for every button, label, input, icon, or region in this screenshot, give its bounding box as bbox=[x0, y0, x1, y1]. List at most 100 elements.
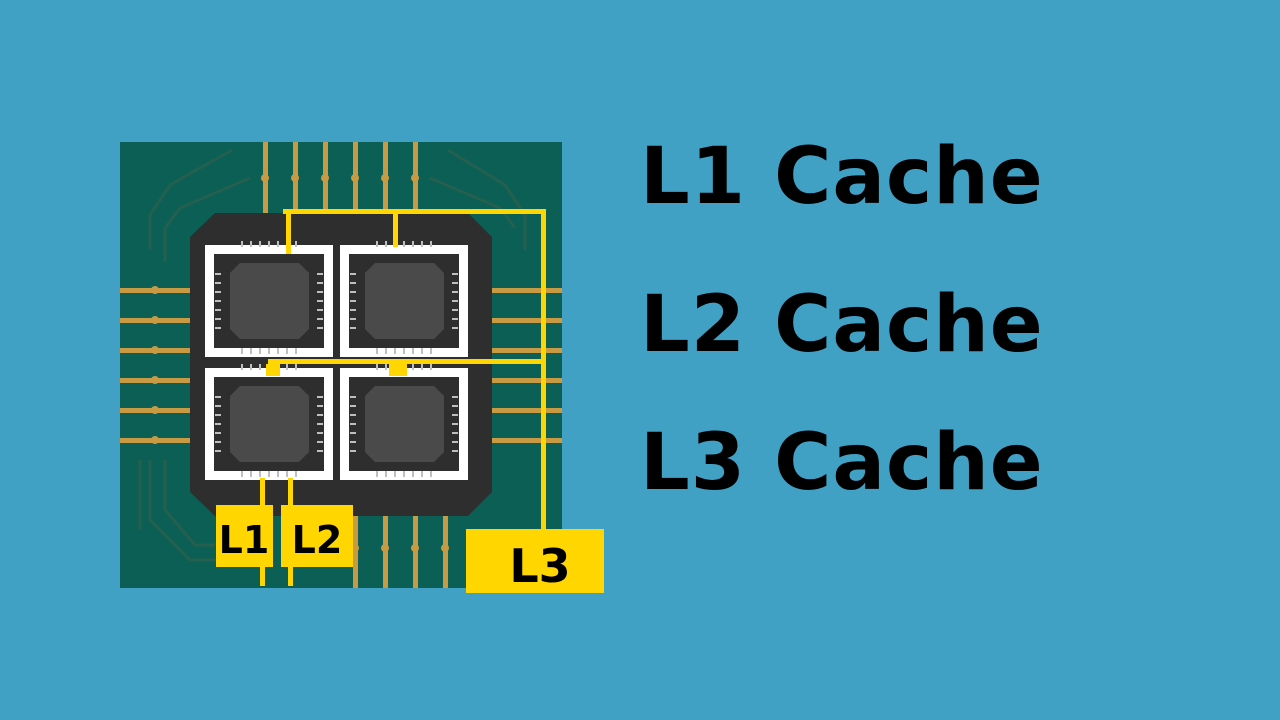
core-pin bbox=[350, 414, 356, 416]
l3-bus-drop-2 bbox=[393, 209, 398, 247]
pin-left-pad-4 bbox=[151, 376, 159, 384]
core-pin bbox=[421, 471, 423, 477]
core-pin bbox=[430, 364, 432, 370]
core-pin bbox=[421, 364, 423, 370]
core-pin bbox=[421, 241, 423, 247]
core-pin bbox=[376, 241, 378, 247]
core-pin bbox=[452, 273, 458, 275]
pin-right-1 bbox=[490, 288, 562, 293]
tag-l3-label: L3 bbox=[509, 539, 570, 593]
core-3-die bbox=[230, 386, 309, 462]
pin-right-5 bbox=[490, 408, 562, 413]
core-pin bbox=[394, 348, 396, 354]
pin-bottom-4 bbox=[443, 516, 448, 588]
l3-bus-vertical bbox=[541, 209, 546, 531]
core-pin bbox=[317, 282, 323, 284]
core-pin bbox=[452, 291, 458, 293]
core-pin bbox=[452, 282, 458, 284]
l2-bus-mid bbox=[268, 359, 546, 364]
core-2-pins bbox=[350, 241, 458, 354]
core-pin bbox=[277, 348, 279, 354]
pin-left-pad-2 bbox=[151, 316, 159, 324]
core-pin bbox=[452, 405, 458, 407]
core-pin bbox=[317, 432, 323, 434]
core-pin bbox=[430, 348, 432, 354]
core-pin bbox=[350, 273, 356, 275]
pin-left-pad-5 bbox=[151, 406, 159, 414]
core-pin bbox=[295, 348, 297, 354]
core-pin bbox=[376, 348, 378, 354]
core-pin bbox=[317, 396, 323, 398]
core-pin bbox=[317, 450, 323, 452]
core-pin bbox=[215, 396, 221, 398]
tag-l3-box bbox=[466, 529, 604, 593]
pins-right bbox=[490, 288, 562, 443]
core-pin bbox=[452, 300, 458, 302]
core-pin bbox=[452, 450, 458, 452]
core-pin bbox=[215, 414, 221, 416]
pin-right-6 bbox=[490, 438, 562, 443]
core-pin bbox=[350, 291, 356, 293]
pin-left-pad-3 bbox=[151, 346, 159, 354]
pin-top-pad-4 bbox=[351, 174, 359, 182]
core-pin bbox=[241, 471, 243, 477]
core-pin bbox=[430, 241, 432, 247]
pin-bottom-3 bbox=[413, 516, 418, 588]
pin-right-2 bbox=[490, 318, 562, 323]
core-pin bbox=[376, 471, 378, 477]
core-1 bbox=[205, 241, 333, 357]
core-pin bbox=[350, 441, 356, 443]
core-pin bbox=[259, 348, 261, 354]
core-pin bbox=[452, 318, 458, 320]
pin-top-pad-5 bbox=[381, 174, 389, 182]
core-4 bbox=[340, 364, 468, 480]
core-pin bbox=[350, 309, 356, 311]
core-pin bbox=[295, 364, 297, 370]
core-pin bbox=[241, 348, 243, 354]
core-pin bbox=[350, 282, 356, 284]
pin-bottom-pad-3 bbox=[411, 544, 419, 552]
cpu-cores bbox=[205, 241, 468, 480]
core-pin bbox=[317, 441, 323, 443]
pin-left-pad-1 bbox=[151, 286, 159, 294]
core-pin bbox=[250, 241, 252, 247]
label-l2-cache: L2 Cache bbox=[640, 280, 1044, 370]
core-pin bbox=[215, 327, 221, 329]
core-pin bbox=[317, 309, 323, 311]
core-pin bbox=[452, 423, 458, 425]
core-pin bbox=[286, 364, 288, 370]
core-pin bbox=[452, 414, 458, 416]
core-pin bbox=[350, 450, 356, 452]
pin-top-pad-2 bbox=[291, 174, 299, 182]
pins-bottom bbox=[351, 516, 449, 588]
core-4-pins bbox=[350, 364, 458, 477]
pin-bottom-1 bbox=[353, 516, 358, 588]
core-3 bbox=[205, 364, 333, 480]
core-1-die bbox=[230, 263, 309, 339]
pin-bottom-2 bbox=[383, 516, 388, 588]
tag-l2-box bbox=[281, 505, 353, 567]
core-pin bbox=[385, 364, 387, 370]
pin-top-pad-1 bbox=[261, 174, 269, 182]
pin-top-pad-6 bbox=[411, 174, 419, 182]
core-pin bbox=[317, 291, 323, 293]
core-pin bbox=[317, 318, 323, 320]
core-4-die bbox=[365, 386, 444, 462]
core-pin bbox=[452, 441, 458, 443]
core-pin bbox=[452, 327, 458, 329]
core-pin bbox=[250, 348, 252, 354]
core-pin bbox=[215, 291, 221, 293]
core-pin bbox=[259, 241, 261, 247]
core-pin bbox=[403, 471, 405, 477]
pin-left-pad-6 bbox=[151, 436, 159, 444]
board-traces bbox=[138, 148, 527, 562]
core-pin bbox=[259, 364, 261, 370]
core-pin bbox=[317, 300, 323, 302]
core-pin bbox=[412, 348, 414, 354]
core-pin bbox=[385, 348, 387, 354]
core-pin bbox=[452, 432, 458, 434]
core-pin bbox=[250, 471, 252, 477]
core-pin bbox=[317, 405, 323, 407]
core-pin bbox=[295, 241, 297, 247]
